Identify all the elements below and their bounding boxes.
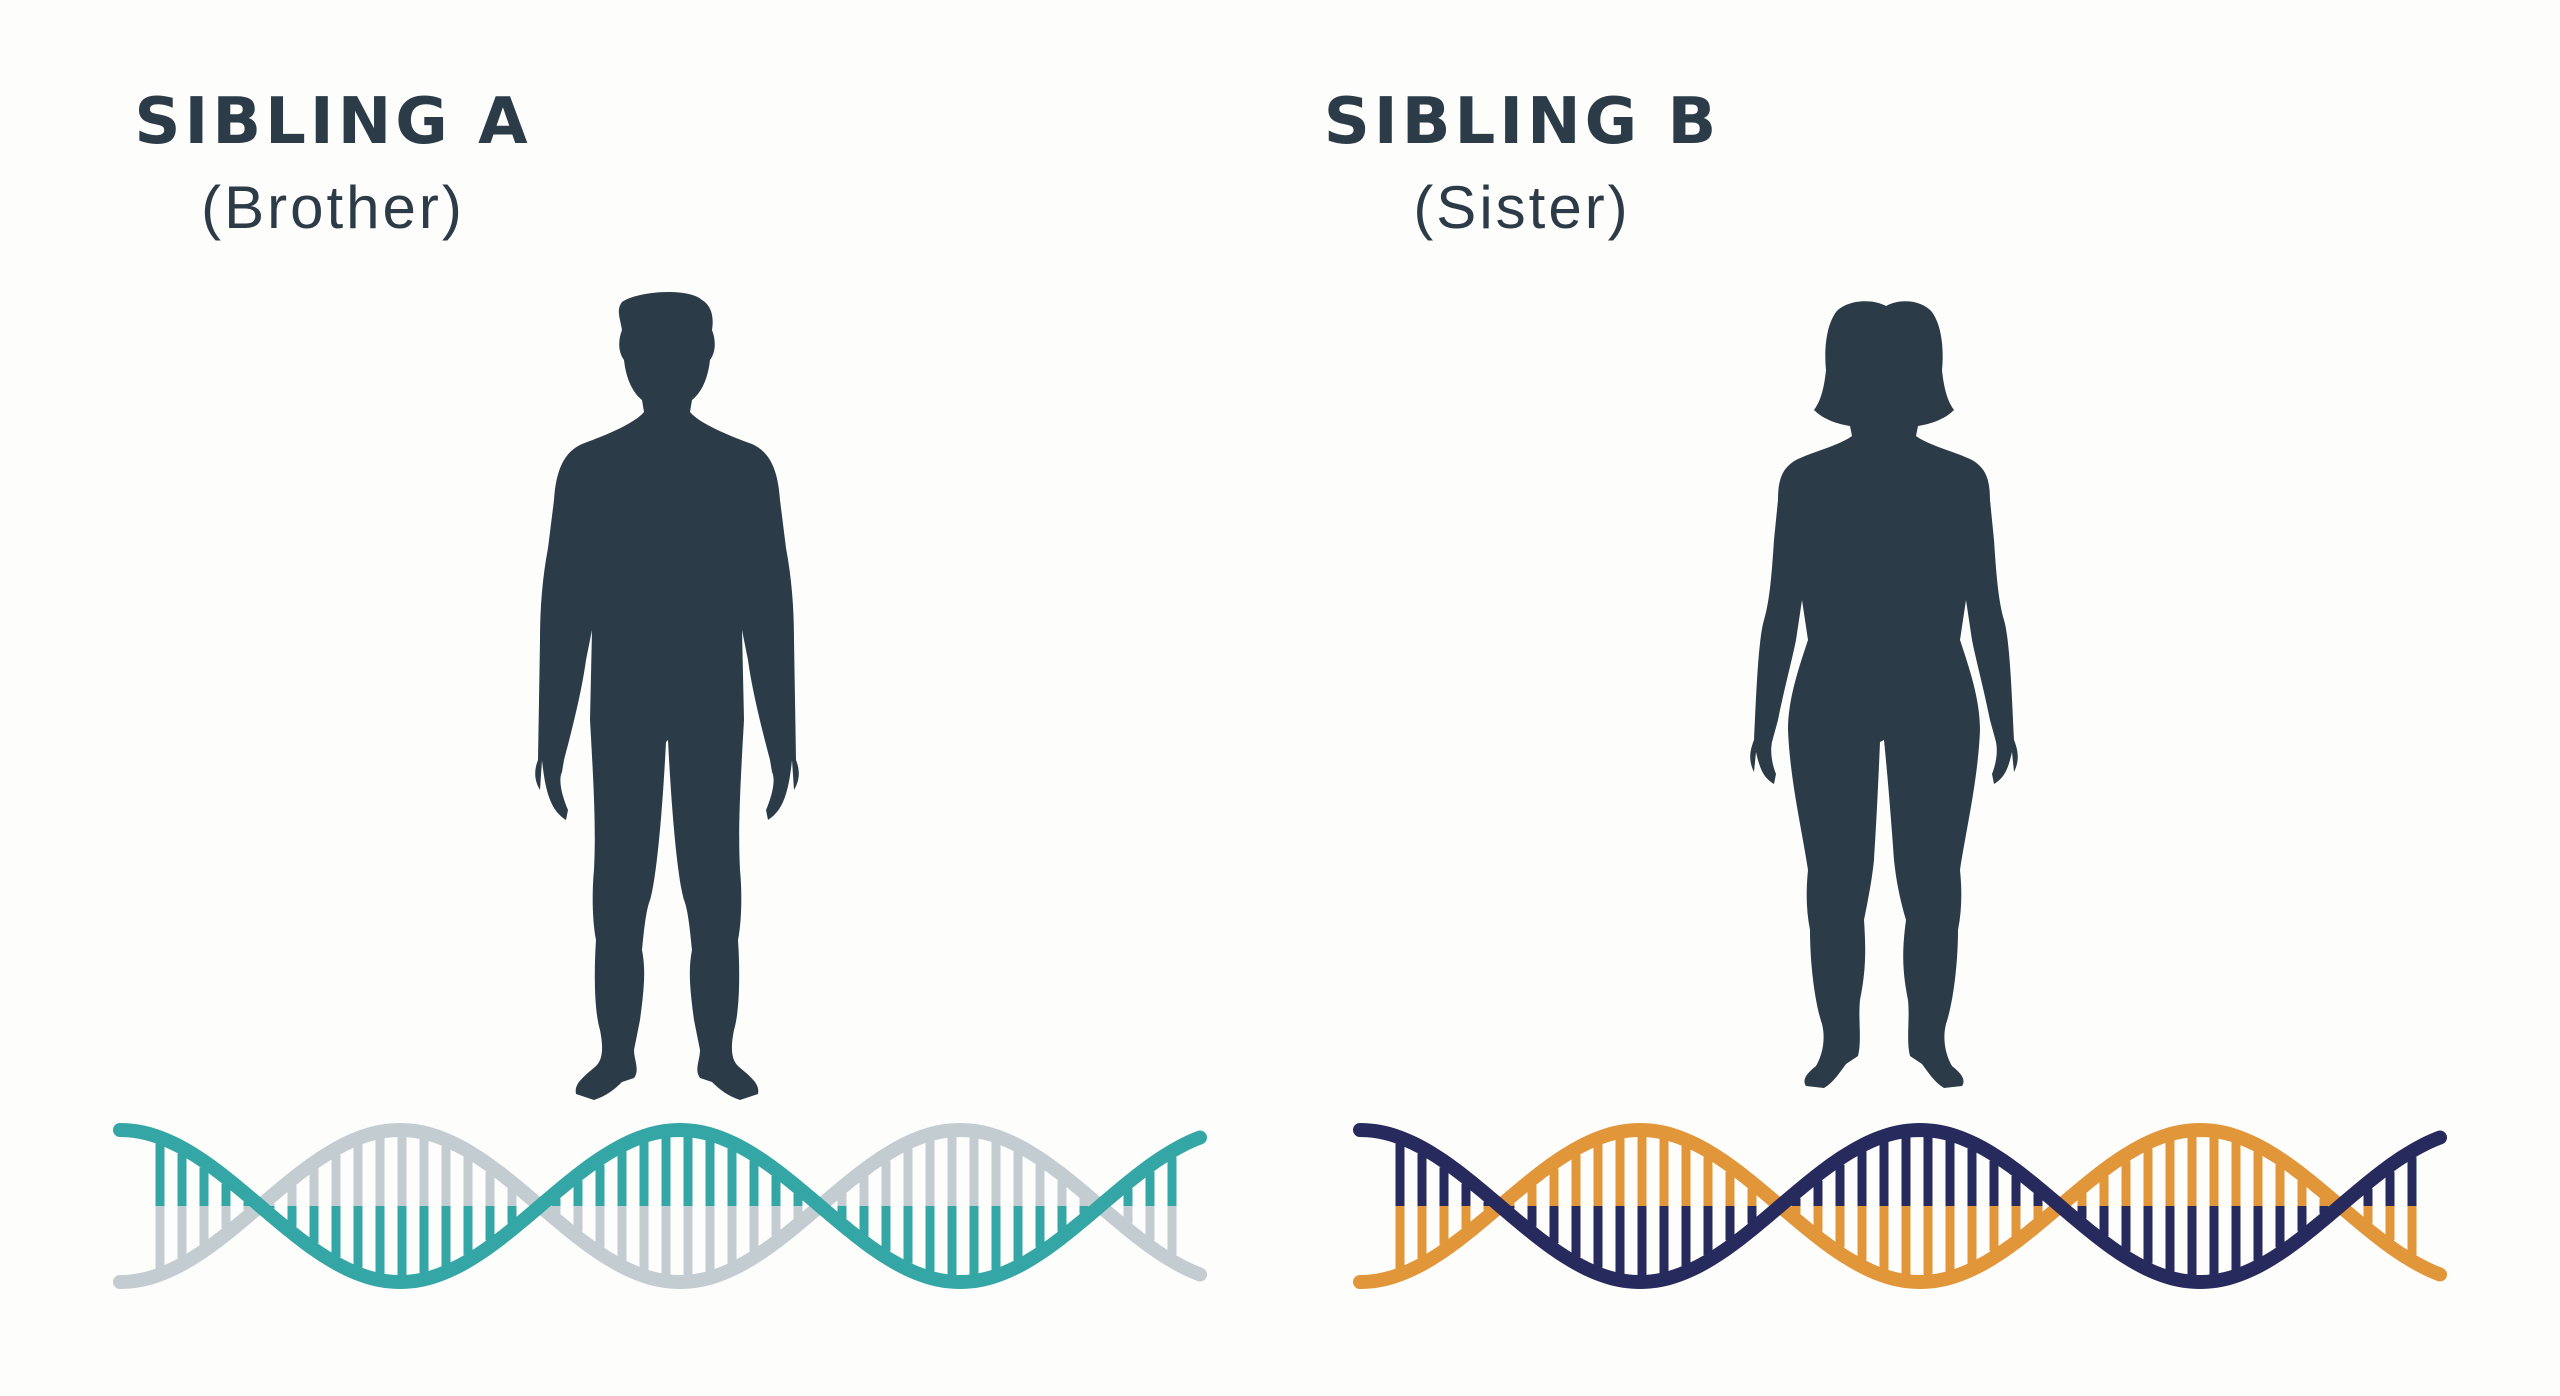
dna-strand-2 xyxy=(113,1122,1207,1290)
sibling-a-panel: SIBLING A (Brother) xyxy=(113,85,1207,1290)
male-silhouette-icon xyxy=(535,292,799,1100)
dna-helix-a xyxy=(113,1122,1207,1290)
sibling-b-panel: SIBLING B (Sister) xyxy=(1280,0,2560,1396)
dna-strand-1 xyxy=(1353,1122,2447,1290)
dna-helix-b xyxy=(1353,1122,2447,1290)
dna-strand-1 xyxy=(113,1122,1207,1290)
sibling-b-title: SIBLING B xyxy=(1323,85,1721,159)
female-silhouette-icon xyxy=(1750,301,2018,1088)
sibling-a-subtitle: (Brother) xyxy=(201,174,465,241)
dna-strand-2 xyxy=(1353,1122,2447,1290)
sibling-a-title: SIBLING A xyxy=(134,85,532,159)
sibling-b-subtitle: (Sister) xyxy=(1413,174,1631,241)
